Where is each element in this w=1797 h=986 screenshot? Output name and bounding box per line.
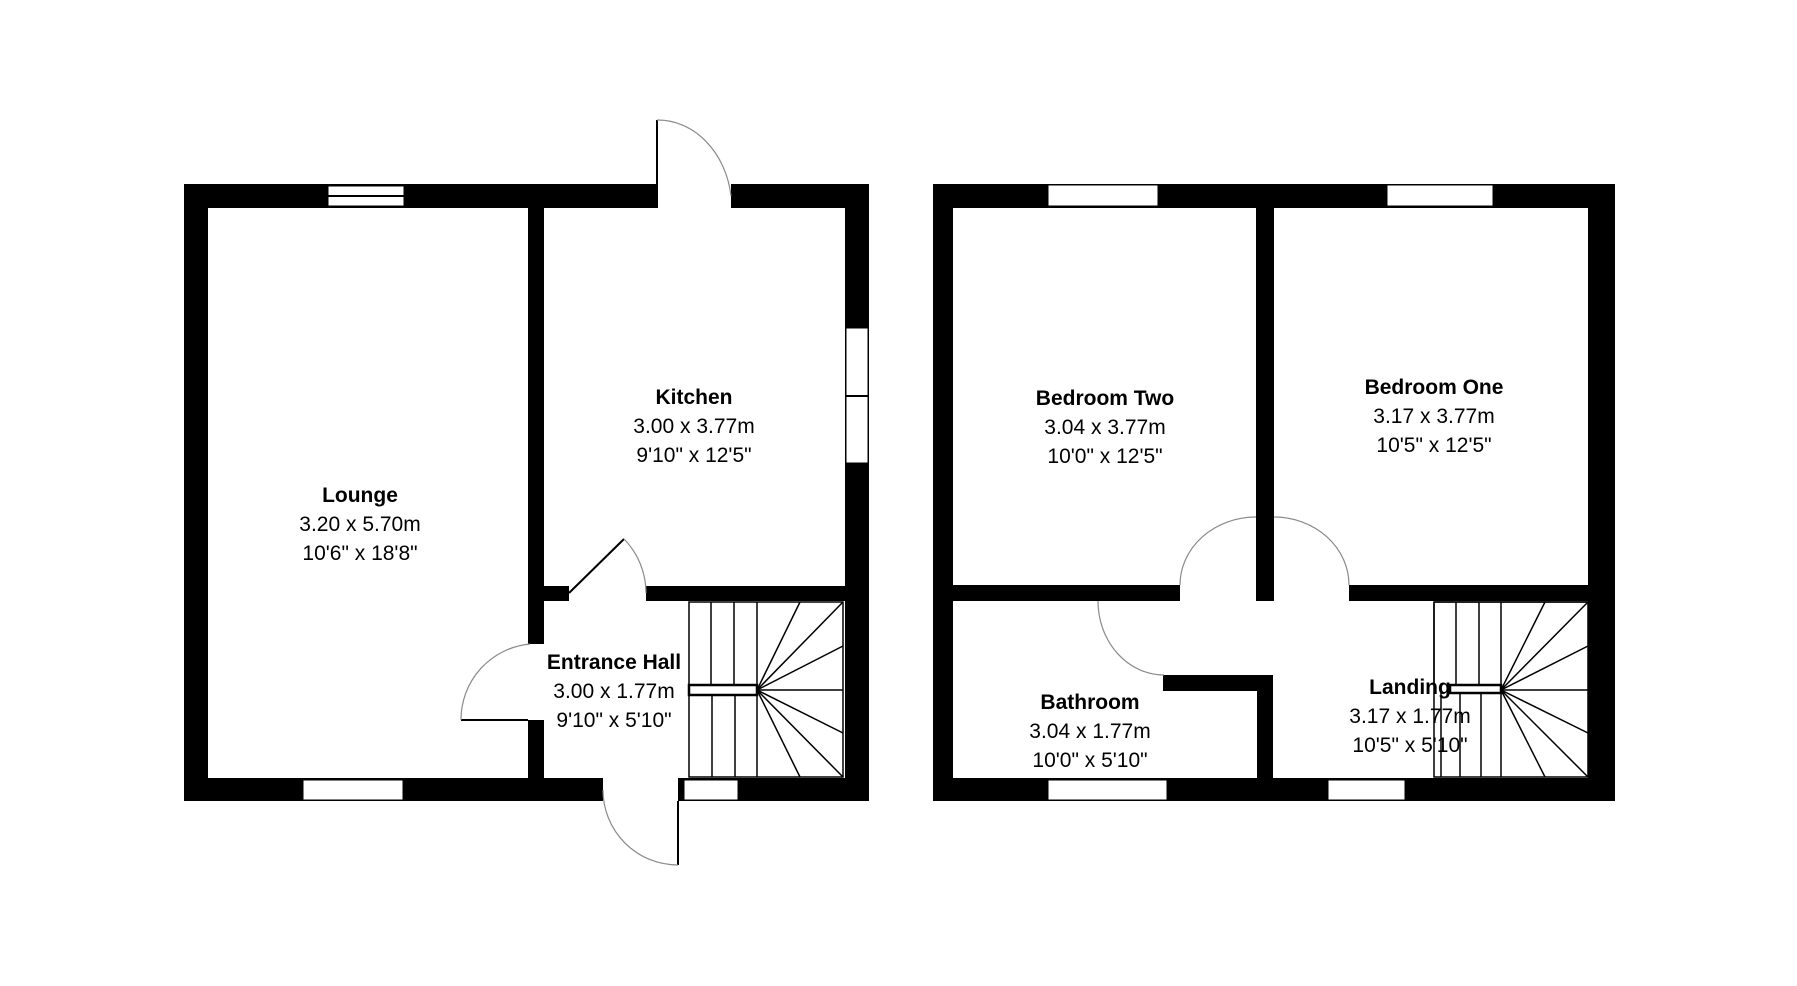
room-imperial: 10'0" x 5'10": [1032, 749, 1148, 772]
room-name: Bedroom Two: [1035, 387, 1175, 410]
door-bathroom: [1097, 600, 1165, 676]
room-label-kitchen: Kitchen 3.00 x 3.77m 9'10" x 12'5": [633, 383, 754, 470]
wall-hall-kitchen: [646, 586, 846, 601]
door-kitchen: [568, 538, 647, 594]
window-hall-bottom: [683, 779, 739, 801]
door-front: [602, 789, 679, 866]
staircase-ground: [687, 601, 844, 778]
wall-bedroom-two-bottom: [953, 585, 1180, 601]
window-lounge-top: [327, 185, 405, 207]
room-imperial: 9'10" x 5'10": [556, 709, 672, 732]
door-lounge: [460, 643, 531, 721]
room-metric: 3.20 x 5.70m: [299, 513, 421, 536]
room-label-landing: Landing 3.17 x 1.77m 10'5" x 5'10": [1349, 673, 1470, 760]
wall-lounge-divider-upper: [528, 208, 544, 644]
wall-right: [845, 184, 869, 801]
room-metric: 3.17 x 1.77m: [1349, 705, 1471, 728]
ground-floor-plan: [184, 119, 869, 866]
room-imperial: 10'6" x 18'8": [302, 542, 418, 565]
wall-left: [933, 184, 953, 801]
wall-right: [1588, 184, 1615, 801]
window-landing: [1327, 779, 1406, 801]
room-metric: 3.00 x 1.77m: [553, 680, 675, 703]
wall-hall-kitchen-stub: [544, 586, 569, 601]
room-name: Bedroom One: [1364, 376, 1504, 399]
wall-top: [933, 184, 1615, 208]
wall-bathroom-right: [1257, 675, 1273, 778]
room-name: Landing: [1369, 676, 1451, 699]
room-metric: 3.17 x 3.77m: [1373, 405, 1495, 428]
door-kitchen-back: [656, 119, 732, 208]
room-label-entrance-hall: Entrance Hall 3.00 x 1.77m 9'10" x 5'10": [547, 648, 681, 735]
wall-bedroom-one-bottom: [1349, 585, 1589, 601]
wall-bedroom-divider: [1256, 208, 1274, 601]
staircase-first: [1433, 601, 1589, 778]
wall-bathroom-top-right: [1163, 675, 1273, 691]
room-label-bathroom: Bathroom 3.04 x 1.77m 10'0" x 5'10": [1029, 688, 1150, 775]
window-kitchen-side: [845, 327, 869, 464]
room-imperial: 10'0" x 12'5": [1047, 445, 1163, 468]
first-floor-plan: [933, 184, 1615, 801]
room-metric: 3.04 x 3.77m: [1044, 416, 1166, 439]
wall-bottom: [933, 778, 1615, 801]
room-label-bedroom-two: Bedroom Two 3.04 x 3.77m 10'0" x 12'5": [1036, 384, 1174, 471]
wall-lounge-divider-lower: [528, 720, 544, 778]
window-bedroom-two: [1047, 184, 1159, 207]
room-label-lounge: Lounge 3.20 x 5.70m 10'6" x 18'8": [299, 481, 420, 568]
room-name: Entrance Hall: [546, 651, 682, 674]
wall-left: [184, 184, 208, 801]
room-metric: 3.04 x 1.77m: [1029, 720, 1151, 743]
window-bathroom: [1047, 779, 1168, 801]
window-lounge-bottom: [302, 779, 404, 801]
room-name: Kitchen: [655, 386, 733, 409]
wall-top-left: [184, 184, 656, 208]
room-name: Bathroom: [1040, 691, 1140, 714]
room-label-bedroom-one: Bedroom One 3.17 x 3.77m 10'5" x 12'5": [1365, 373, 1504, 460]
room-imperial: 9'10" x 12'5": [636, 444, 752, 467]
door-bedroom-two: [1179, 516, 1257, 586]
room-name: Lounge: [322, 484, 398, 507]
room-metric: 3.00 x 3.77m: [633, 415, 755, 438]
room-imperial: 10'5" x 5'10": [1352, 734, 1468, 757]
window-bedroom-one: [1386, 184, 1494, 207]
room-imperial: 10'5" x 12'5": [1376, 434, 1492, 457]
door-bedroom-one: [1273, 516, 1350, 586]
